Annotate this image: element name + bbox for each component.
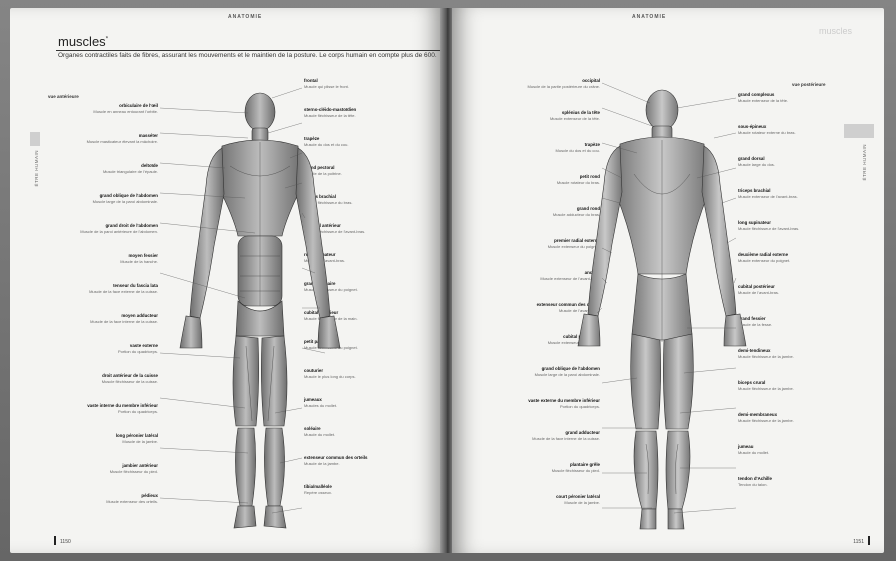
left-page: ANATOMIE muscles* Organes contractiles f… (10, 8, 442, 553)
page-number-bar (868, 536, 870, 545)
page-number-bar (54, 536, 56, 545)
page-number: 1151 (853, 539, 864, 545)
right-leader-lines (452, 8, 884, 553)
right-page: ANATOMIE muscles vue postérieure ÊTRE HU… (452, 8, 884, 553)
page-number: 1150 (60, 539, 71, 545)
left-leader-lines (10, 8, 442, 553)
